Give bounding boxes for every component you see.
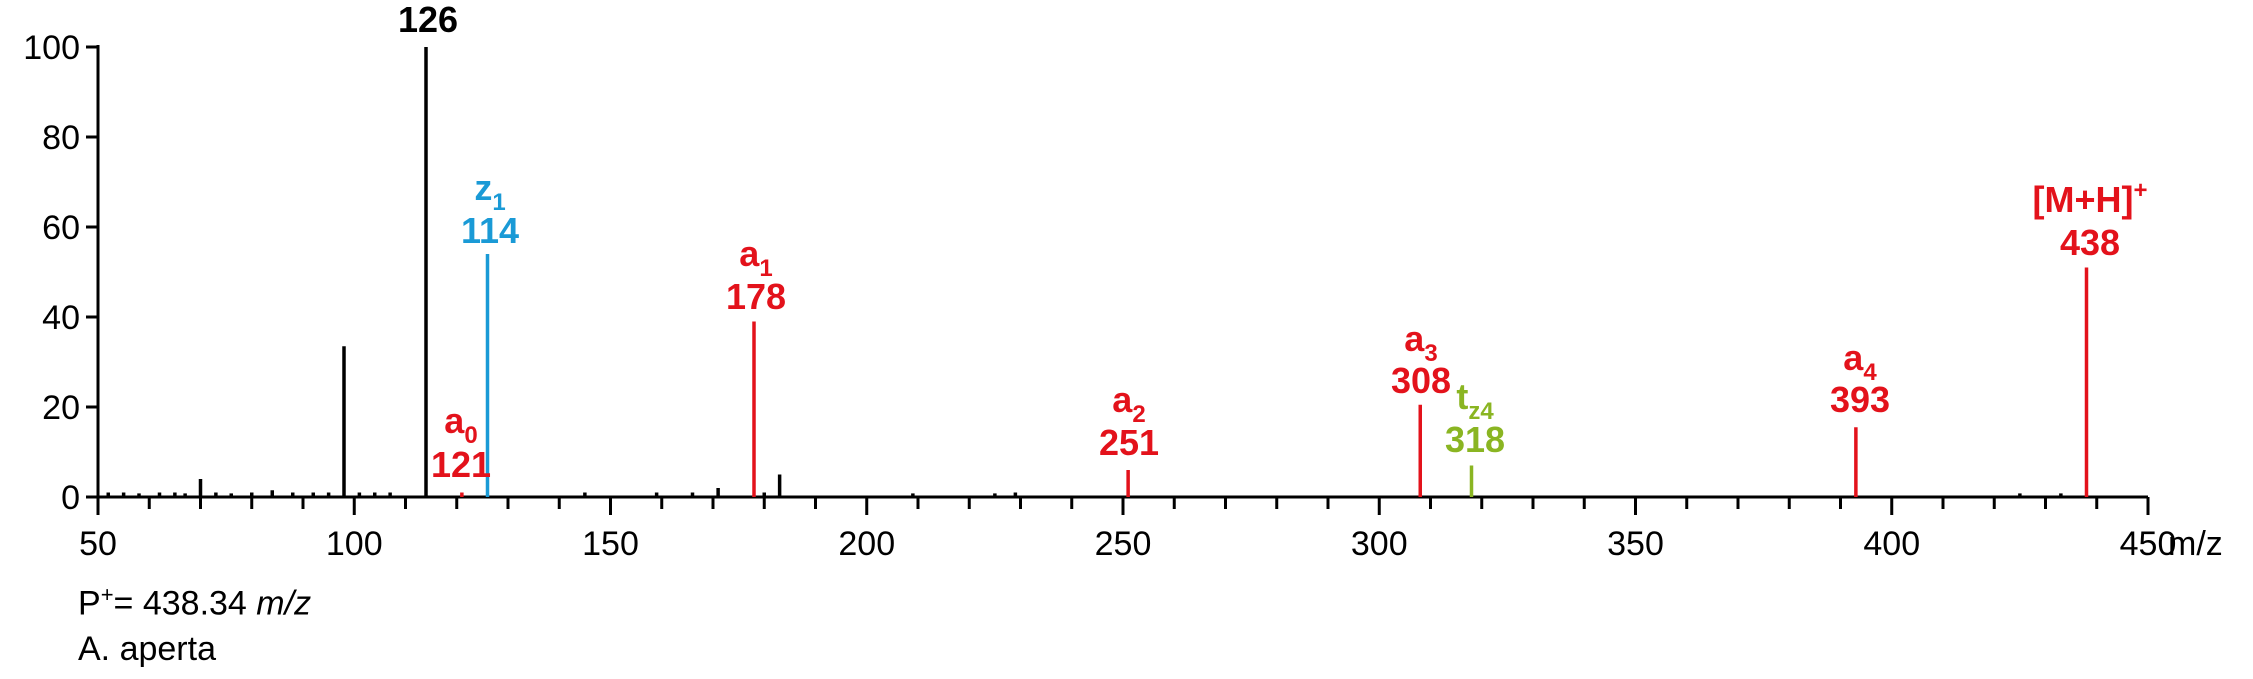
ion-subscript: 0 (464, 422, 477, 449)
parent-ion-note: P+= 438.34 m/z (78, 582, 311, 623)
ion-type: t (1456, 376, 1468, 417)
peak-ion-type-label: a2 (1112, 379, 1145, 428)
ion-type: a (1843, 337, 1864, 378)
ion-type: a (444, 400, 465, 441)
y-tick-label: 20 (42, 389, 80, 427)
peak-mz-label: 121 (431, 444, 491, 485)
y-tick-label: 80 (42, 119, 80, 157)
x-tick-label: 350 (1607, 525, 1664, 563)
peak-mz-label: 251 (1099, 422, 1159, 463)
ion-subscript: z4 (1468, 398, 1494, 425)
ion-subscript: 1 (759, 255, 772, 282)
y-tick-label: 60 (42, 209, 80, 247)
parent-value: = 438.34 (113, 584, 257, 623)
peak-mz-label: 438 (2060, 222, 2120, 263)
peak-ion-type-label: a3 (1404, 318, 1437, 367)
ion-type: [M+H] (2032, 179, 2133, 220)
ion-type: a (739, 233, 760, 274)
ion-type: z (474, 167, 492, 208)
x-tick-label: 250 (1095, 525, 1152, 563)
ion-superscript: + (2133, 177, 2147, 204)
x-tick-label: 300 (1351, 525, 1408, 563)
peak-mz-label: 393 (1830, 379, 1890, 420)
ion-subscript: 3 (1424, 340, 1437, 367)
peak-mz-label: 114 (461, 210, 519, 251)
peak-ion-type-label: a4 (1843, 337, 1877, 386)
ion-subscript: 2 (1132, 401, 1145, 428)
y-tick-label: 40 (42, 299, 80, 337)
ion-subscript: 1 (492, 189, 505, 216)
parent-prefix: P (78, 584, 101, 623)
peak-ion-type-label: [M+H]+ (2032, 177, 2147, 220)
peak-mz-label: 126 (398, 0, 458, 40)
x-tick-label: 450 (2120, 525, 2177, 563)
parent-sup: + (100, 582, 114, 607)
parent-unit: m/z (256, 584, 312, 623)
peak-mz-label: 308 (1391, 360, 1451, 401)
y-tick-label: 0 (61, 479, 80, 517)
x-axis-label: m/z (2168, 525, 2223, 563)
x-tick-label: 100 (326, 525, 383, 563)
x-tick-label: 50 (79, 525, 117, 563)
peak-mz-label: 318 (1445, 419, 1505, 460)
peak-ion-type-label: z1 (474, 167, 505, 216)
peak-ion-type-label: a0 (444, 400, 477, 449)
ion-type: a (1112, 379, 1133, 420)
species-note: A. aperta (78, 630, 216, 668)
ion-type: a (1404, 318, 1425, 359)
y-tick-label: 100 (23, 29, 80, 67)
x-tick-label: 200 (838, 525, 895, 563)
x-tick-label: 400 (1863, 525, 1920, 563)
x-tick-label: 150 (582, 525, 639, 563)
ion-subscript: 4 (1863, 359, 1877, 386)
peak-mz-label: 178 (726, 276, 786, 317)
peak-ion-type-label: tz4 (1456, 376, 1494, 425)
peak-ion-type-label: a1 (739, 233, 772, 282)
